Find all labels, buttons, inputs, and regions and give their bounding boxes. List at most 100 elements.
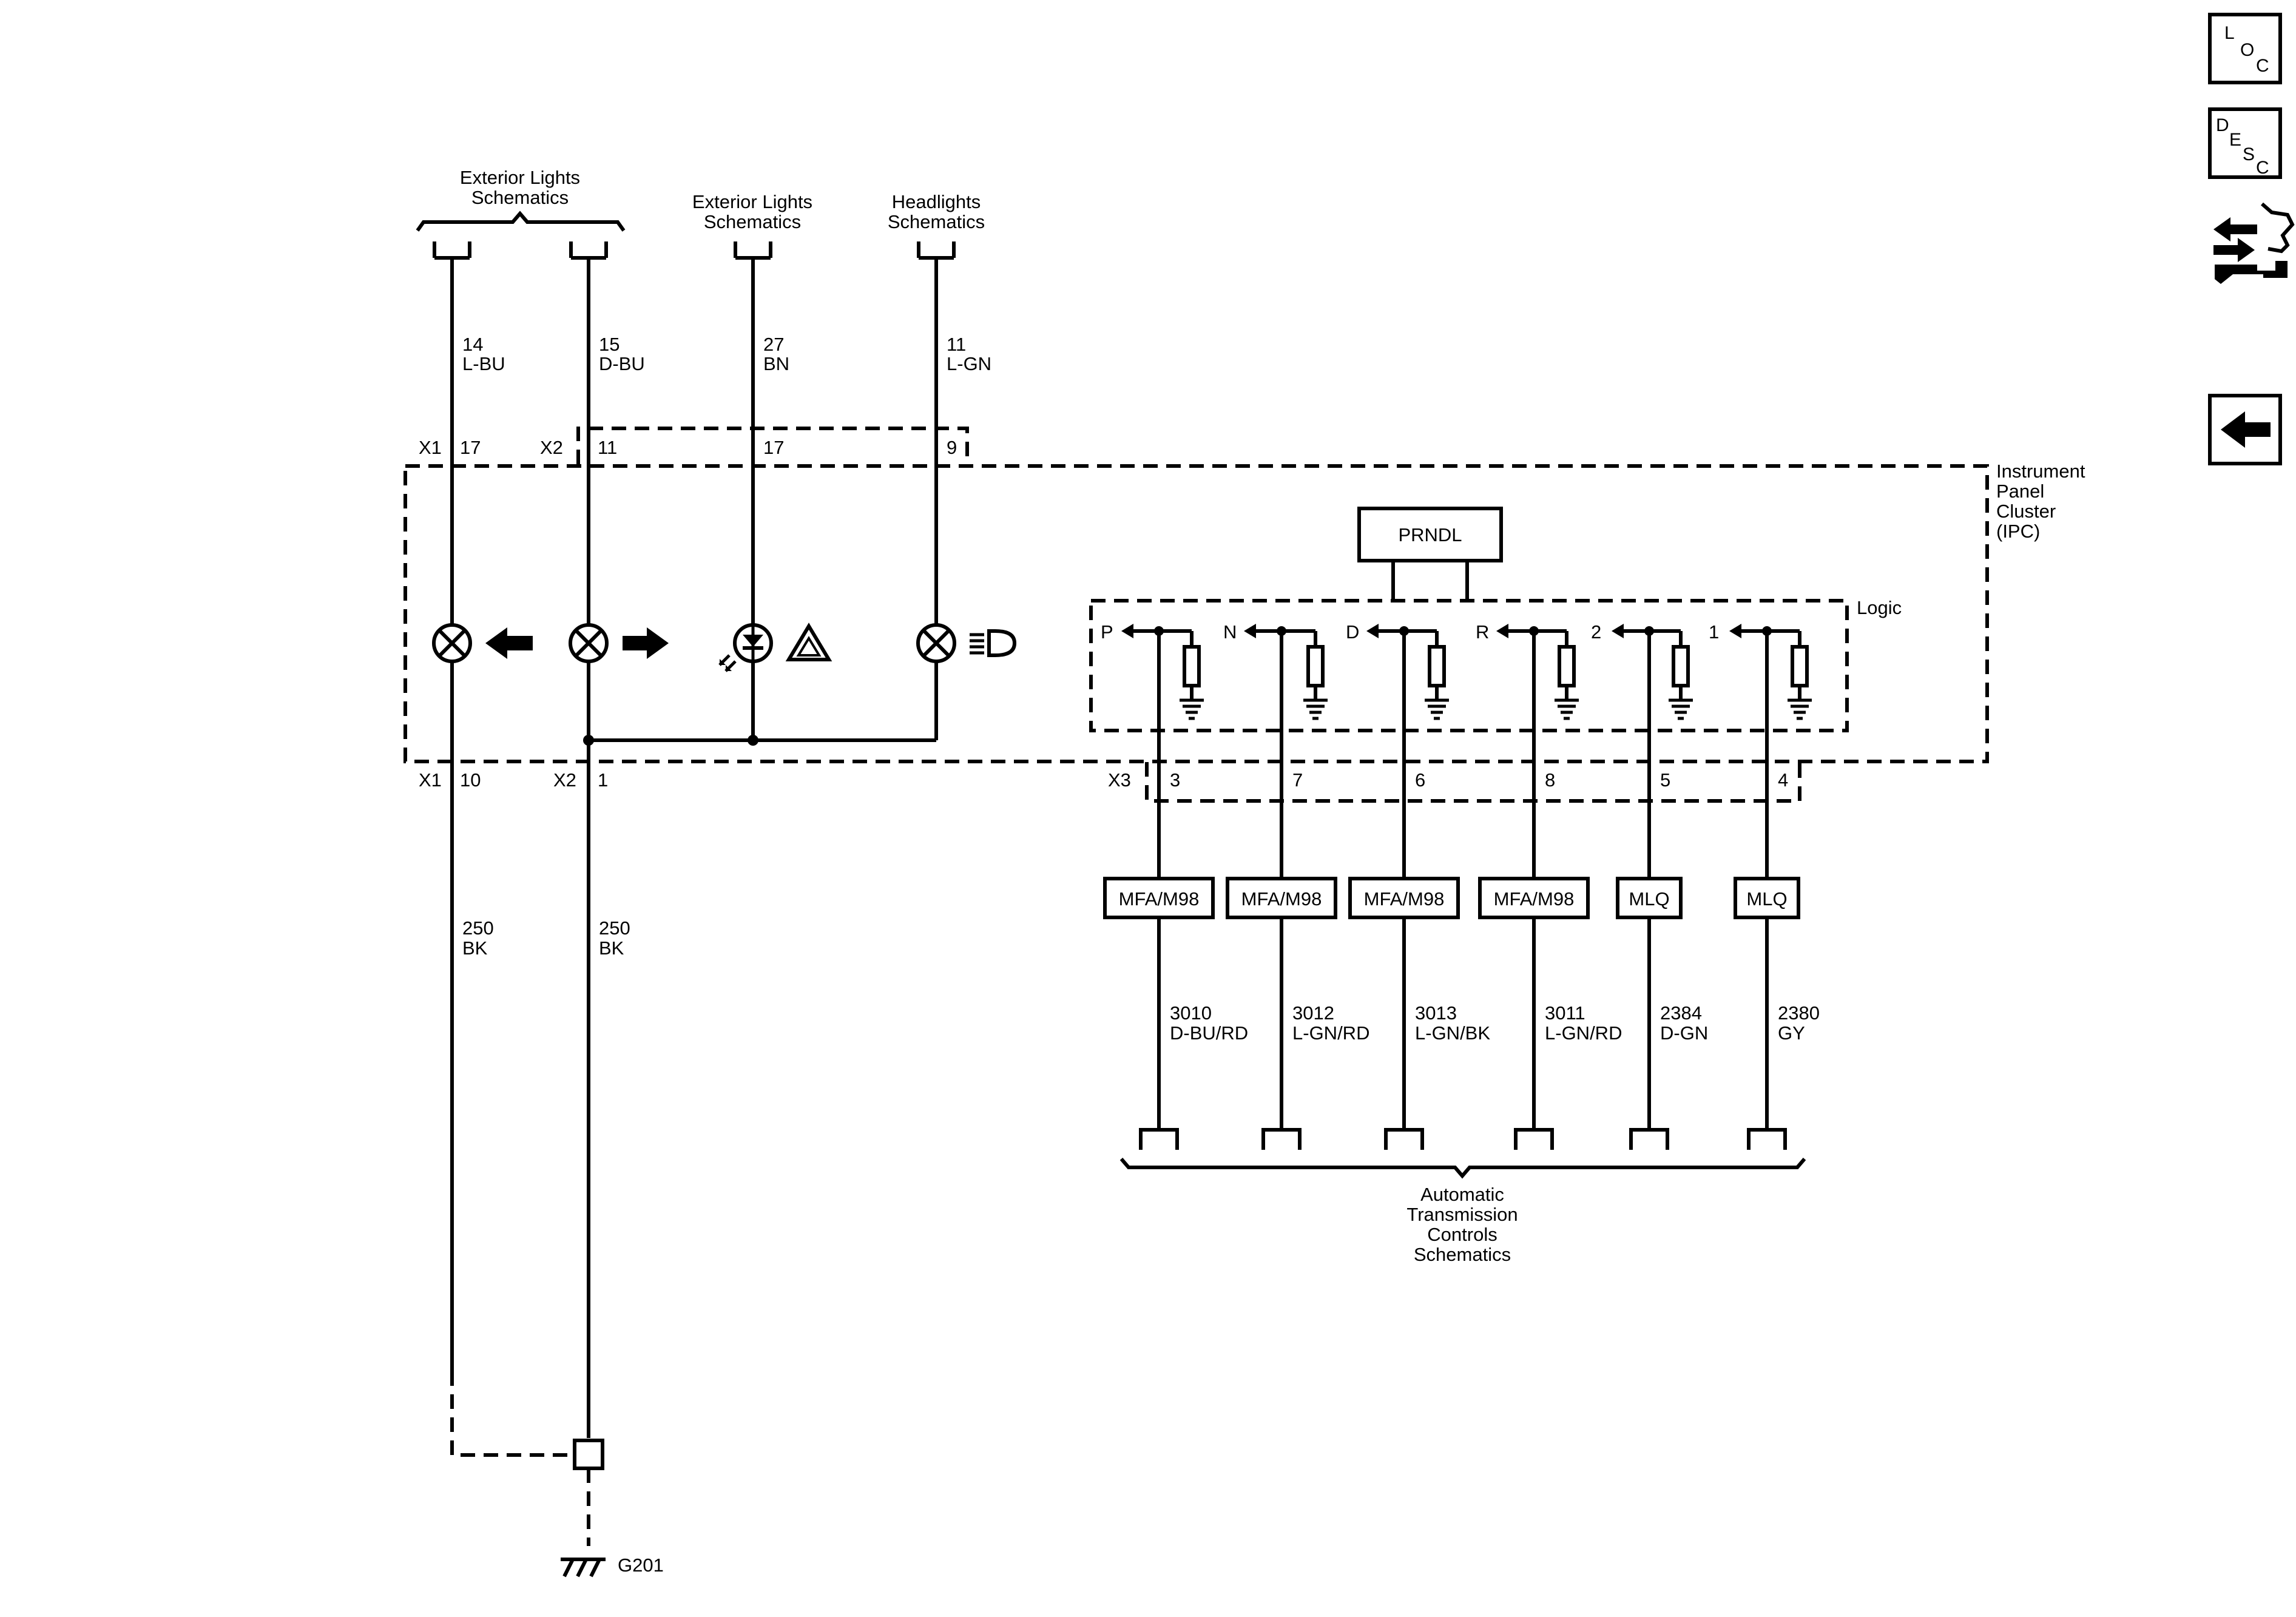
back-button[interactable] (2208, 394, 2282, 465)
wire-circuit: 3010 (1170, 1002, 1212, 1024)
x2-connector-outline (576, 427, 969, 464)
wire-color: L-GN/BK (1415, 1022, 1490, 1044)
splice-label: MFA/M98 (1364, 888, 1445, 910)
signal-arrow-icon (1366, 624, 1379, 638)
signal-arrow-icon (1121, 624, 1133, 638)
wire-terminal (1629, 1128, 1669, 1150)
ipc-module-outline (403, 464, 1989, 763)
pin-label: 10 (460, 769, 481, 791)
ref-title-line: Schematics (1414, 1244, 1511, 1265)
connector-label: X1 (419, 437, 442, 458)
splice-connector-box (1348, 877, 1460, 919)
splice-label: MFA/M98 (1119, 888, 1200, 910)
ref-headlights: Headlights Schematics (888, 191, 985, 232)
splice-label: MLQ (1629, 888, 1669, 910)
output-channels: 3MFA/M983010D-BU/RD7MFA/M983012L-GN/RD6M… (1103, 631, 1820, 1150)
ref-title-line2: Schematics (888, 211, 985, 232)
splice-dot (583, 735, 594, 746)
ref-exterior-lights-mid: Exterior Lights Schematics (692, 191, 812, 232)
prndl-label: PRNDL (1398, 524, 1462, 545)
connector-pins-bottom-left: X1 10 X2 1 (419, 769, 608, 791)
desc-letter: S (2243, 144, 2255, 164)
logic-channel: 2 (1591, 621, 1693, 720)
x3-connector-outline (1145, 762, 1801, 803)
gear-position-label: D (1346, 621, 1359, 643)
input-wire-labels: 14 L-BU 15 D-BU 27 BN 11 L-GN (462, 334, 991, 374)
wire-circuit: 27 (763, 334, 784, 355)
desc-button[interactable]: D E S C (2208, 107, 2282, 179)
wire-circuit: 250 (599, 917, 630, 939)
splice-pack-icon (573, 1439, 604, 1470)
ground-label: G201 (618, 1555, 664, 1576)
gear-position-label: 1 (1709, 621, 1719, 643)
wire-color: GY (1778, 1022, 1805, 1044)
splice-connector-box (1226, 877, 1337, 919)
pull-down-resistor-icon (1428, 645, 1446, 687)
ref-title-line1: Headlights (892, 191, 981, 212)
wire-circuit: 2380 (1778, 1002, 1820, 1024)
wire-circuit: 3012 (1292, 1002, 1334, 1024)
led-indicator-icon (718, 623, 773, 672)
splice-connector-box (1478, 877, 1590, 919)
splice-label: MFA/M98 (1241, 888, 1322, 910)
chassis-ground-icon (1303, 698, 1328, 720)
splice-connector-box (1734, 877, 1800, 919)
left-turn-lamp-icon (432, 623, 472, 663)
hazard-warning-icon (785, 623, 832, 661)
wire-circuit: 15 (599, 334, 620, 355)
connector-label: X2 (540, 437, 563, 458)
ref-exterior-lights-left: Exterior Lights Schematics (416, 167, 626, 232)
wire-circuit: 3013 (1415, 1002, 1457, 1024)
module-name-line: Instrument (1996, 461, 2085, 482)
back-arrow-icon (2221, 411, 2271, 448)
ref-title-line1: Exterior Lights (460, 167, 580, 188)
ref-title-line1: Exterior Lights (692, 191, 812, 212)
splice-connector-box (1103, 877, 1215, 919)
right-turn-lamp-icon (569, 623, 609, 663)
pin-label: 5 (1660, 769, 1670, 791)
high-beam-lamp-icon (916, 623, 956, 663)
splice-label: MFA/M98 (1494, 888, 1575, 910)
pin-label: 1 (598, 769, 608, 791)
right-arrow-icon (623, 627, 669, 659)
pin-label: 17 (763, 437, 784, 458)
chassis-ground-icon (1425, 698, 1449, 720)
pin-label: 7 (1292, 769, 1303, 791)
wire-terminal (1747, 1128, 1787, 1150)
ref-title-line: Transmission (1406, 1204, 1518, 1225)
wire-color: L-BU (462, 353, 505, 374)
pull-down-resistor-icon (1183, 645, 1201, 687)
module-name-line: (IPC) (1996, 521, 2040, 542)
prndl-box: PRNDL (1357, 507, 1503, 601)
desc-letter: C (2256, 158, 2269, 178)
module-name-line: Cluster (1996, 501, 2056, 522)
wire-color: BN (763, 353, 789, 374)
wire-terminal (1384, 1128, 1424, 1150)
wire-terminal (1261, 1128, 1302, 1150)
loc-letter: C (2256, 56, 2269, 76)
logic-channel: N (1223, 621, 1328, 720)
pull-down-resistor-icon (1791, 645, 1809, 687)
logic-channel: D (1346, 621, 1449, 720)
pin-label: 17 (460, 437, 481, 458)
pull-down-resistor-icon (1672, 645, 1690, 687)
chassis-ground-icon (1180, 698, 1204, 720)
wire-color: BK (462, 937, 488, 959)
wire-circuit: 250 (462, 917, 494, 939)
signal-arrow-icon (1729, 624, 1741, 638)
signal-arrow-icon (1244, 624, 1256, 638)
chassis-ground-icon (1788, 698, 1812, 720)
pin-label: 11 (598, 437, 617, 458)
loc-button[interactable]: L O C (2208, 13, 2282, 84)
connector-label: X2 (553, 769, 576, 791)
ref-title-line: Automatic (1420, 1184, 1504, 1205)
input-wires (450, 258, 938, 1438)
connector-view-icon[interactable] (2213, 202, 2295, 284)
ref-automatic-transmission: Automatic Transmission Controls Schemati… (1406, 1184, 1518, 1265)
pin-label: 9 (947, 437, 957, 458)
bottom-ref-bracket (1119, 1158, 1806, 1179)
